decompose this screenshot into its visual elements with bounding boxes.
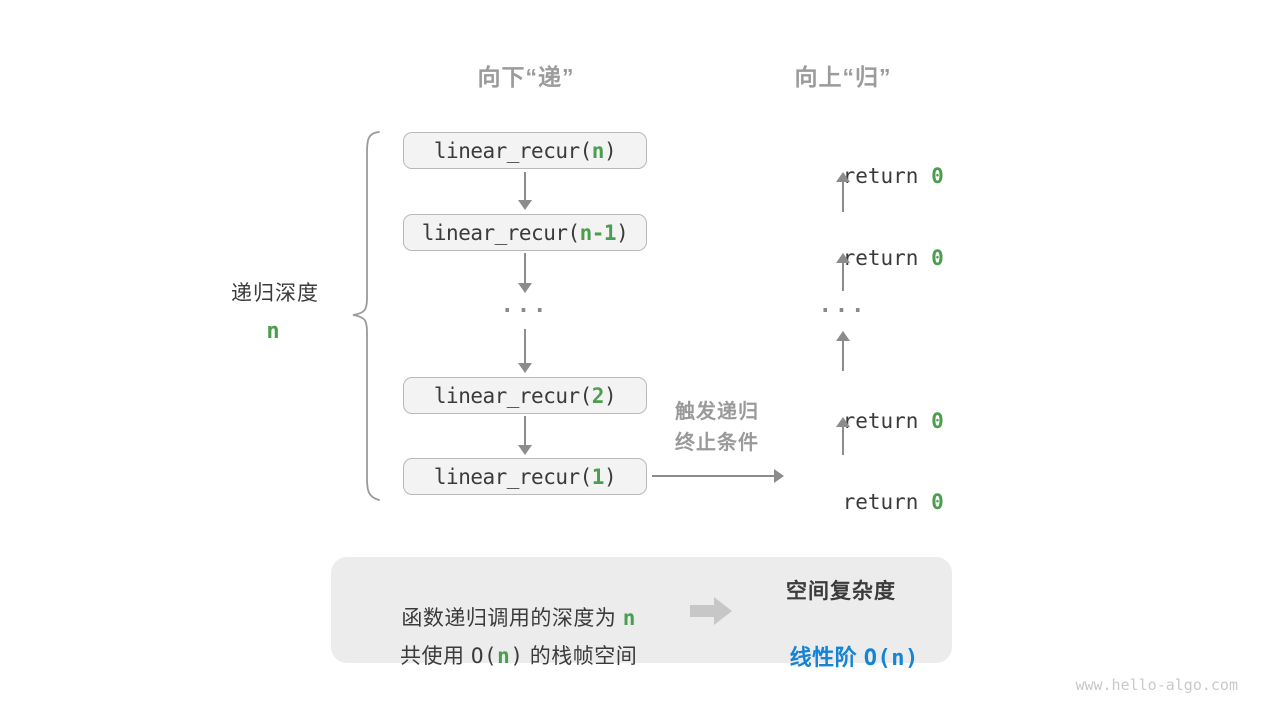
call-suffix: ) (603, 138, 617, 163)
return-value: 0 (931, 246, 944, 270)
summary-box (331, 557, 952, 663)
call-arg: 1 (591, 464, 605, 489)
space-complexity-title: 空间复杂度 (786, 580, 896, 603)
space-complexity-result: 线性阶 O(n) (763, 616, 919, 701)
result-label: 线性阶 (789, 645, 864, 670)
call-box-1: linear_recur(1) (403, 458, 647, 495)
return-keyword: return (842, 490, 932, 514)
return-value: 0 (931, 490, 944, 514)
right-arrow-icon (690, 597, 732, 625)
summary-line1-text: 函数递归调用的深度为 (401, 607, 623, 630)
summary-line1: 函数递归调用的深度为 n (376, 578, 636, 659)
up-arrow-icon (836, 331, 850, 371)
base-case-label-line2: 终止条件 (675, 432, 759, 454)
summary-line2-text: 共使用 (400, 645, 471, 668)
return-keyword: return (842, 246, 932, 270)
header-recurse-down: 向下“递” (477, 64, 575, 90)
summary-line2-n: n (497, 644, 511, 668)
call-suffix: ) (603, 383, 617, 408)
watermark: www.hello-algo.com (1075, 676, 1238, 694)
return-statement: return 0 (792, 219, 944, 270)
call-suffix: ) (603, 464, 617, 489)
summary-line1-n: n (622, 606, 636, 630)
summary-line2-o: O( (470, 644, 498, 668)
down-arrow-icon (518, 329, 532, 373)
return-keyword: return (842, 409, 932, 433)
down-arrow-icon (518, 416, 532, 455)
call-ellipsis: ... (500, 293, 550, 318)
return-value: 0 (931, 409, 944, 433)
up-arrow-icon (836, 253, 850, 291)
result-o: O( (863, 646, 892, 671)
return-ellipsis: ... (818, 293, 868, 318)
up-arrow-icon (836, 172, 850, 212)
base-case-arrow-icon (652, 469, 784, 483)
result-close: ) (905, 646, 919, 671)
down-arrow-icon (518, 172, 532, 210)
call-prefix: linear_recur( (433, 383, 592, 408)
header-return-up: 向上“归” (794, 64, 892, 90)
depth-value: n (266, 319, 280, 344)
base-case-label: 触发递归 终止条件 (675, 397, 759, 459)
summary-line2-suffix: 的栈帧空间 (523, 645, 638, 668)
call-arg: n-1 (579, 220, 617, 245)
down-arrow-icon (518, 253, 532, 293)
result-n: n (891, 646, 906, 671)
call-arg: n (591, 138, 605, 163)
depth-brace-icon (352, 131, 380, 501)
call-arg: 2 (591, 383, 605, 408)
return-keyword: return (842, 164, 932, 188)
base-case-label-line1: 触发递归 (675, 401, 759, 423)
up-arrow-icon (836, 417, 850, 455)
return-statement: return 0 (792, 382, 944, 433)
call-box-n-1: linear_recur(n-1) (403, 214, 647, 251)
summary-line2: 共使用 O(n) 的栈帧空间 (375, 616, 638, 697)
summary-line2-close: ) (510, 644, 524, 668)
call-prefix: linear_recur( (433, 464, 592, 489)
return-statement: return 0 (792, 137, 944, 188)
return-statement: return 0 (792, 463, 944, 514)
call-prefix: linear_recur( (421, 220, 580, 245)
call-box-n: linear_recur(n) (403, 132, 647, 169)
call-prefix: linear_recur( (433, 138, 592, 163)
call-suffix: ) (616, 220, 629, 245)
return-value: 0 (931, 164, 944, 188)
depth-label: 递归深度 (231, 282, 319, 305)
call-box-2: linear_recur(2) (403, 377, 647, 414)
